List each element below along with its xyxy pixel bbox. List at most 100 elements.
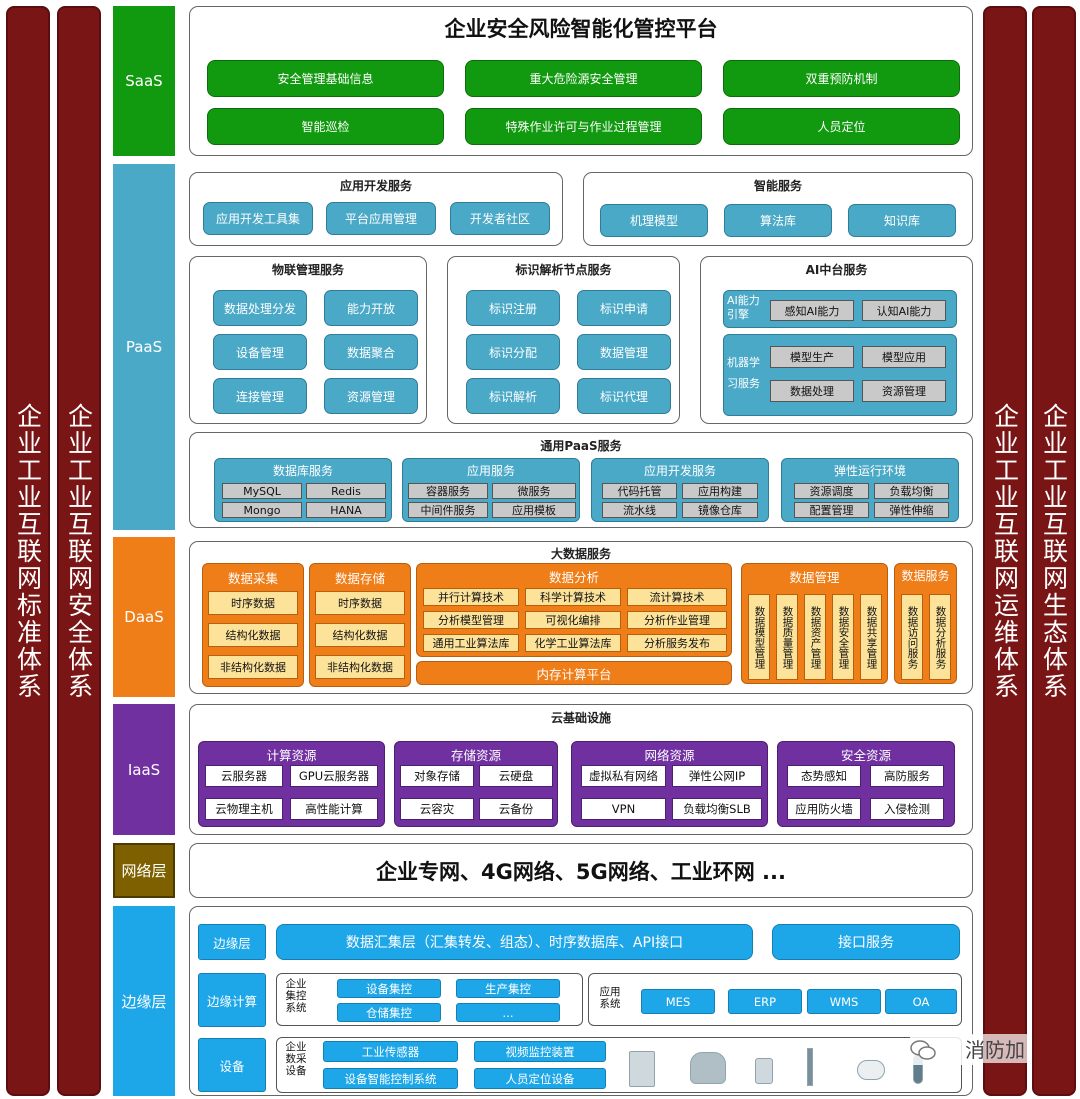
paas-devops-item[interactable]: 流水线 [602,502,677,518]
daas-analysis-item[interactable]: 分析作业管理 [627,611,727,629]
ai-ml-item[interactable]: 数据处理 [770,380,854,402]
edge-device-item[interactable]: 人员定位设备 [474,1068,606,1089]
paas-devops-item[interactable]: 应用构建 [682,483,758,499]
iaas-network-item[interactable]: 弹性公网IP [672,765,762,787]
paas-iot-item[interactable]: 设备管理 [213,334,307,370]
saas-button-6[interactable]: 人员定位 [723,108,960,145]
paas-iot-item[interactable]: 数据聚合 [324,334,418,370]
iaas-storage-item[interactable]: 云容灾 [400,798,474,820]
paas-runtime-item[interactable]: 资源调度 [794,483,869,499]
paas-app-item[interactable]: 微服务 [492,483,576,499]
paas-devops-item[interactable]: 镜像仓库 [682,502,758,518]
daas-analysis-item[interactable]: 科学计算技术 [525,588,621,606]
iaas-compute-item[interactable]: 云服务器 [205,765,283,787]
saas-button-2[interactable]: 重大危险源安全管理 [465,60,702,97]
edge-interface-service[interactable]: 接口服务 [772,924,960,960]
paas-app-dev-item[interactable]: 平台应用管理 [326,202,436,235]
daas-analysis-item[interactable]: 流计算技术 [627,588,727,606]
iaas-security-item[interactable]: 入侵检测 [870,798,944,820]
iaas-security-item[interactable]: 高防服务 [870,765,944,787]
daas-analysis-item[interactable]: 化学工业算法库 [525,634,621,652]
paas-db-item[interactable]: MySQL [222,483,302,499]
iaas-network-item[interactable]: 虚拟私有网络 [581,765,666,787]
edge-app-erp[interactable]: ERP [728,989,802,1014]
saas-button-5[interactable]: 特殊作业许可与作业过程管理 [465,108,702,145]
saas-button-1[interactable]: 安全管理基础信息 [207,60,444,97]
paas-runtime-item[interactable]: 弹性伸缩 [874,502,949,518]
daas-service-item[interactable]: 数据访问服务 [901,594,923,680]
daas-memory-platform[interactable]: 内存计算平台 [416,661,732,685]
paas-iot-item[interactable]: 数据处理分发 [213,290,307,326]
edge-device-item[interactable]: 视频监控装置 [474,1041,606,1062]
ai-ml-item[interactable]: 模型生产 [770,346,854,368]
ai-engine-item[interactable]: 认知AI能力 [862,300,946,321]
paas-devops-item[interactable]: 代码托管 [602,483,677,499]
edge-control-item[interactable]: ... [456,1003,560,1022]
iaas-compute-item[interactable]: 高性能计算 [290,798,378,820]
iaas-network-item[interactable]: 负载均衡SLB [672,798,762,820]
iaas-security-item[interactable]: 应用防火墙 [787,798,861,820]
ai-engine-item[interactable]: 感知AI能力 [770,300,854,321]
daas-analysis-item[interactable]: 分析模型管理 [423,611,519,629]
iaas-network-item[interactable]: VPN [581,798,666,820]
daas-analysis-item[interactable]: 分析服务发布 [627,634,727,652]
ai-ml-item[interactable]: 资源管理 [862,380,946,402]
daas-store-item[interactable]: 结构化数据 [315,623,405,647]
paas-db-item[interactable]: Redis [306,483,386,499]
edge-control-item[interactable]: 设备集控 [337,979,441,998]
saas-button-4[interactable]: 智能巡检 [207,108,444,145]
watermark-text: 消防加 [963,1034,1027,1063]
paas-id-item[interactable]: 标识注册 [466,290,560,326]
paas-app-item[interactable]: 容器服务 [408,483,488,499]
edge-control-item[interactable]: 生产集控 [456,979,560,998]
daas-manage-item[interactable]: 数据共享管理 [860,594,882,680]
edge-device-item[interactable]: 设备智能控制系统 [323,1068,458,1089]
daas-collect-item[interactable]: 时序数据 [208,591,298,615]
daas-analysis-item[interactable]: 并行计算技术 [423,588,519,606]
saas-button-3[interactable]: 双重预防机制 [723,60,960,97]
paas-runtime-item[interactable]: 配置管理 [794,502,869,518]
daas-manage-item[interactable]: 数据资产管理 [804,594,826,680]
daas-store-item[interactable]: 非结构化数据 [315,655,405,679]
paas-runtime-item[interactable]: 负载均衡 [874,483,949,499]
daas-collect-item[interactable]: 结构化数据 [208,623,298,647]
iaas-storage-item[interactable]: 云备份 [479,798,553,820]
edge-data-layer[interactable]: 数据汇集层（汇集转发、组态）、时序数据库、API接口 [276,924,753,960]
paas-iot-item[interactable]: 能力开放 [324,290,418,326]
paas-db-item[interactable]: Mongo [222,502,302,518]
paas-id-item[interactable]: 标识解析 [466,378,560,414]
paas-db-item[interactable]: HANA [306,502,386,518]
iaas-storage-item[interactable]: 云硬盘 [479,765,553,787]
iaas-security-item[interactable]: 态势感知 [787,765,861,787]
paas-app-dev-item[interactable]: 应用开发工具集 [203,202,313,235]
daas-store-item[interactable]: 时序数据 [315,591,405,615]
paas-smart-item[interactable]: 机理模型 [600,204,708,237]
paas-iot-item[interactable]: 资源管理 [324,378,418,414]
edge-app-mes[interactable]: MES [641,989,715,1014]
ai-ml-item[interactable]: 模型应用 [862,346,946,368]
paas-id-item[interactable]: 标识分配 [466,334,560,370]
edge-device-item[interactable]: 工业传感器 [323,1041,458,1062]
daas-collect-item[interactable]: 非结构化数据 [208,655,298,679]
edge-app-oa[interactable]: OA [885,989,957,1014]
paas-app-item[interactable]: 应用模板 [492,502,576,518]
paas-id-item[interactable]: 标识代理 [577,378,671,414]
paas-app-dev-item[interactable]: 开发者社区 [450,202,550,235]
daas-service-item[interactable]: 数据分析服务 [929,594,951,680]
daas-manage-item[interactable]: 数据模型管理 [748,594,770,680]
daas-manage-item[interactable]: 数据质量管理 [776,594,798,680]
paas-iot-item[interactable]: 连接管理 [213,378,307,414]
edge-control-item[interactable]: 仓储集控 [337,1003,441,1022]
paas-id-item[interactable]: 数据管理 [577,334,671,370]
paas-smart-item[interactable]: 算法库 [724,204,832,237]
paas-smart-item[interactable]: 知识库 [848,204,956,237]
daas-analysis-item[interactable]: 可视化编排 [525,611,621,629]
paas-app-item[interactable]: 中间件服务 [408,502,488,518]
iaas-compute-item[interactable]: 云物理主机 [205,798,283,820]
daas-analysis-item[interactable]: 通用工业算法库 [423,634,519,652]
iaas-storage-item[interactable]: 对象存储 [400,765,474,787]
iaas-compute-item[interactable]: GPU云服务器 [290,765,378,787]
edge-app-wms[interactable]: WMS [807,989,881,1014]
paas-id-item[interactable]: 标识申请 [577,290,671,326]
daas-manage-item[interactable]: 数据安全管理 [832,594,854,680]
